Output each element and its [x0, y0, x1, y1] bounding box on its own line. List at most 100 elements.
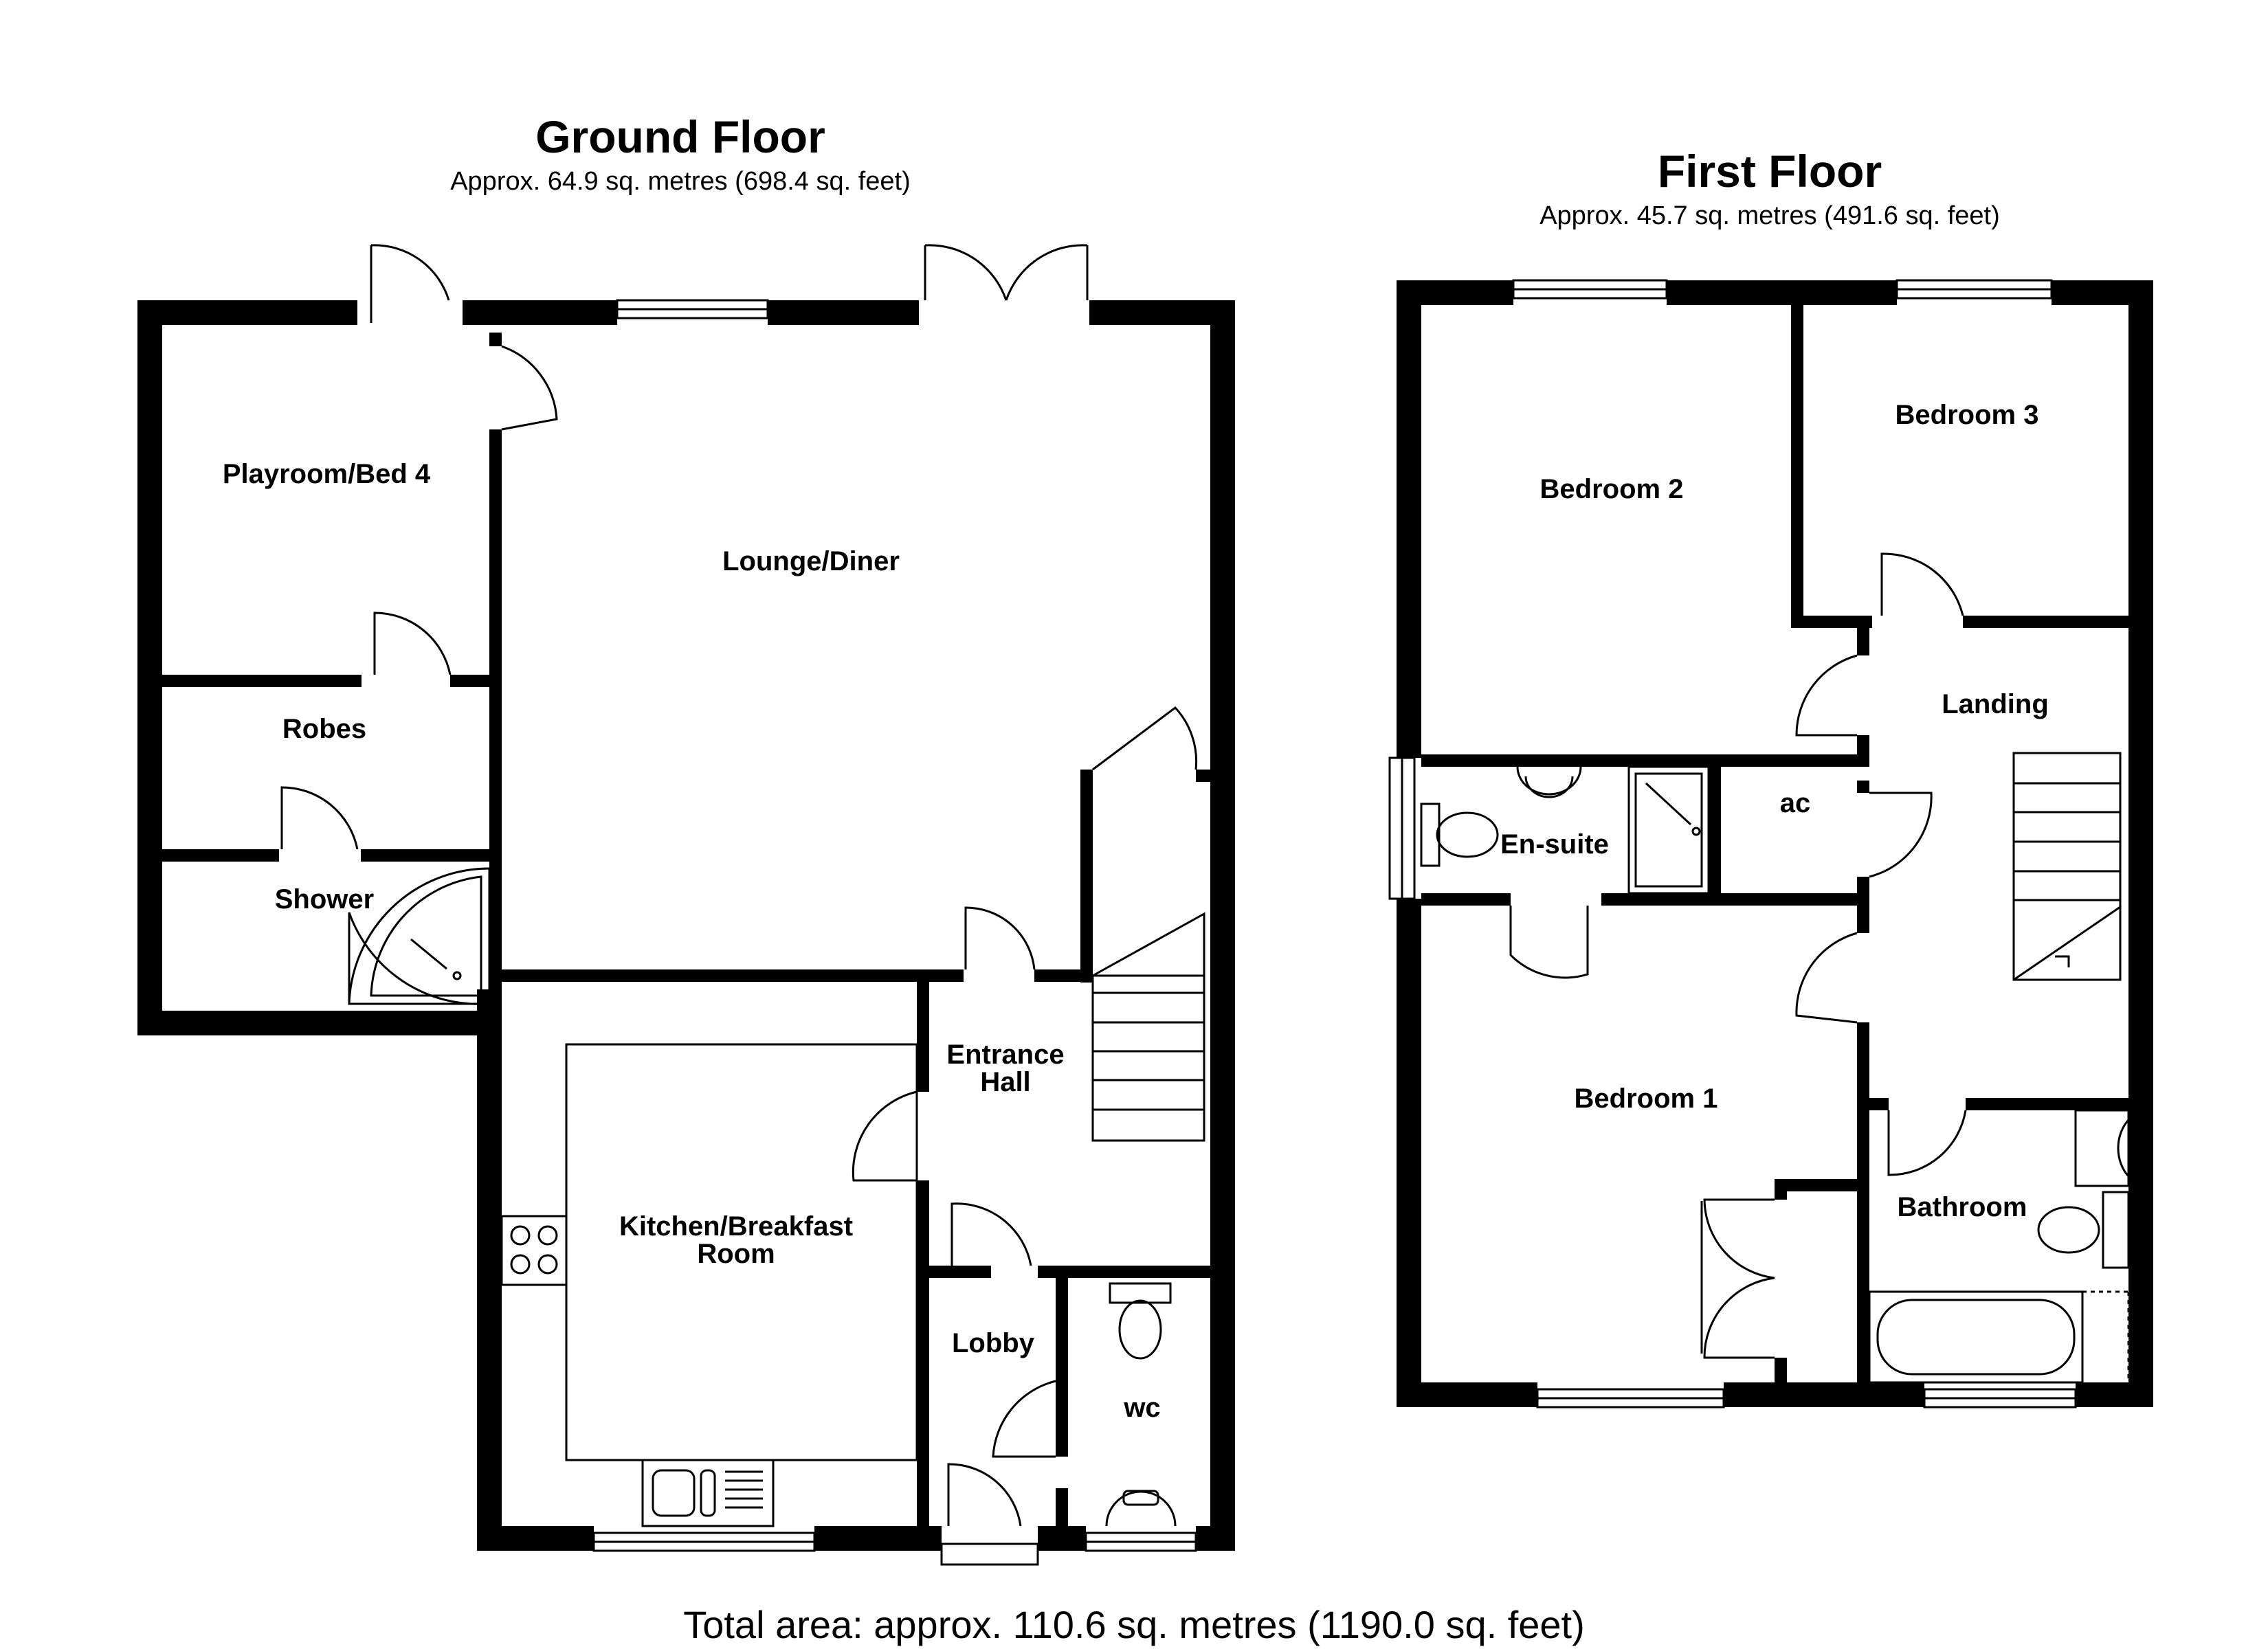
room-label-entrance-hall: Hall	[980, 1067, 1030, 1097]
gf-wall	[929, 1266, 991, 1278]
gf-wall	[162, 675, 362, 687]
ff-wall	[1601, 893, 1869, 906]
gf-wall	[162, 849, 279, 862]
door-swing	[501, 345, 558, 431]
wardrobe	[1700, 1179, 1857, 1354]
kitchen-units	[500, 1043, 918, 1527]
ground-floor-title: Ground Floor	[535, 111, 825, 162]
door-swing	[964, 906, 1036, 970]
room-label-robes: Robes	[282, 714, 366, 744]
door-swing	[924, 244, 1089, 301]
door-swing	[1703, 1198, 1775, 1359]
room-label-bedroom2: Bedroom 2	[1540, 474, 1684, 504]
gf-wall	[917, 982, 929, 1092]
gf-wall	[1056, 1488, 1068, 1529]
gf-wall	[917, 1180, 929, 1538]
room-label-playroom: Playroom/Bed 4	[223, 459, 431, 489]
ff-wall	[1791, 305, 1803, 628]
front-door-step	[940, 1543, 1039, 1566]
ground-floor-area: Approx. 64.9 sq. metres (698.4 sq. feet)	[450, 167, 911, 196]
gf-wall	[450, 675, 502, 687]
gf-wall	[768, 300, 919, 325]
ff-wall	[1397, 899, 1421, 1407]
room-label-ensuite: En-suite	[1500, 829, 1609, 860]
room-label-wc: wc	[1123, 1393, 1160, 1423]
gf-wall	[1196, 1526, 1235, 1551]
ff-wall	[1869, 1098, 1889, 1110]
staircase	[2012, 752, 2122, 981]
ff-wall	[1857, 906, 1869, 933]
gf-wall	[137, 300, 162, 1035]
bathroom-fittings	[1868, 1109, 2130, 1384]
door-swing	[373, 612, 452, 675]
ff-wall	[1667, 280, 1897, 305]
ff-wall	[1857, 628, 1869, 655]
door-swing	[950, 1202, 1032, 1266]
room-label-landing: Landing	[1942, 689, 2049, 719]
room-label-kitchen: Kitchen/Breakfast	[619, 1211, 853, 1242]
door-swing	[1887, 1110, 1967, 1176]
staircase	[1091, 912, 1205, 1142]
door-swing	[1795, 654, 1858, 737]
door-swing	[1869, 792, 1933, 878]
ff-wall	[1397, 1382, 1537, 1407]
wc-fittings	[1105, 1282, 1177, 1527]
ff-wall	[1709, 767, 1721, 901]
door-swing	[947, 1463, 1022, 1527]
gf-wall	[1056, 1278, 1068, 1457]
ff-wall	[1857, 1022, 1869, 1393]
gf-wall	[1038, 1526, 1086, 1551]
door-swing	[992, 1380, 1056, 1458]
gf-wall	[1034, 969, 1089, 982]
shower-tray	[348, 867, 491, 1005]
gf-wall	[489, 429, 502, 1003]
door-swing	[1880, 552, 1964, 616]
gf-wall	[489, 333, 502, 346]
room-label-bedroom1: Bedroom 1	[1575, 1084, 1718, 1114]
door-swing	[1092, 706, 1198, 771]
gf-wall	[477, 1526, 594, 1551]
ff-wall	[2128, 280, 2153, 1407]
ff-wall	[1966, 1098, 2135, 1110]
ff-wall	[1857, 781, 1869, 793]
gf-wall	[361, 849, 502, 862]
first-floor-title: First Floor	[1658, 146, 1882, 197]
ff-wall	[1421, 754, 1869, 767]
gf-wall	[489, 969, 964, 982]
room-label-lobby: Lobby	[952, 1328, 1035, 1358]
gf-wall	[463, 300, 617, 325]
gf-wall	[477, 989, 502, 1551]
total-area: Total area: approx. 110.6 sq. metres (11…	[683, 1603, 1585, 1646]
ff-wall	[1397, 280, 1421, 758]
ground-floor-plan: Playroom/Bed 4 Robes Shower Lounge/Diner…	[137, 244, 1235, 1566]
door-swing	[1509, 906, 1589, 979]
gf-wall	[1210, 300, 1235, 1551]
ff-wall	[1791, 616, 1872, 628]
door-swing	[1795, 932, 1858, 1024]
room-label-ac: ac	[1780, 788, 1811, 818]
ff-wall	[1421, 893, 1511, 906]
gf-wall	[1038, 1266, 1223, 1278]
gf-wall	[1080, 770, 1093, 983]
door-swing	[370, 244, 450, 323]
gf-wall	[137, 1011, 502, 1035]
door-swing	[852, 1090, 918, 1182]
room-label-shower: Shower	[275, 884, 374, 915]
ff-wall	[1963, 616, 2135, 628]
gf-wall	[137, 300, 357, 325]
first-floor-plan: Bedroom 2 Bedroom 3 Landing En-suite ac …	[1388, 279, 2153, 1409]
room-label-lounge: Lounge/Diner	[722, 546, 900, 576]
ensuite-fittings	[1420, 765, 1710, 895]
ff-wall	[1724, 1382, 1924, 1407]
gf-wall	[1196, 770, 1235, 782]
room-label-bedroom3: Bedroom 3	[1895, 400, 2039, 430]
room-label-entrance-hall: Entrance	[946, 1040, 1064, 1070]
ff-wall	[2076, 1382, 2153, 1407]
first-floor-area: Approx. 45.7 sq. metres (491.6 sq. feet)	[1539, 201, 2000, 230]
room-label-bathroom: Bathroom	[1898, 1192, 2027, 1222]
ff-wall	[1857, 877, 1869, 893]
room-label-kitchen: Room	[697, 1239, 775, 1269]
door-swing	[280, 786, 359, 850]
ff-wall	[1775, 1358, 1787, 1392]
